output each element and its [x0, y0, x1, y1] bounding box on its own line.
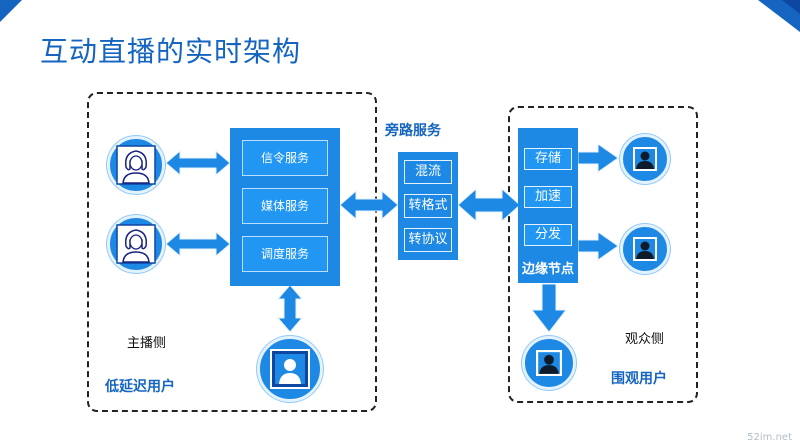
audience-avatar-2	[620, 224, 670, 274]
scheduling-service: 调度服务	[242, 236, 328, 272]
arrow-services-bypass	[339, 189, 399, 221]
slide-title: 互动直播的实时架构	[40, 35, 302, 68]
anchor-user-avatar-2	[107, 215, 165, 273]
female-user-icon	[116, 145, 156, 185]
audience-avatar-1	[620, 134, 670, 184]
low-latency-group-label: 低延迟用户	[105, 379, 175, 395]
spectator-group-label: 围观用户	[611, 371, 667, 387]
user-icon	[633, 147, 657, 171]
bypass-service-title: 旁路服务	[385, 123, 441, 139]
bypass-mix-stream: 混流	[404, 160, 452, 184]
anchor-side-panel	[87, 92, 377, 412]
corner-decoration-left	[0, 0, 22, 22]
media-service: 媒体服务	[242, 188, 328, 224]
bypass-transcode: 转格式	[404, 194, 452, 218]
arrow-user2-media	[165, 230, 231, 258]
edge-distribution-tag: 分发	[524, 224, 572, 246]
audience-side-caption: 观众侧	[625, 332, 665, 347]
arrow-edge-audience3	[530, 283, 568, 333]
arrow-user1-signal	[165, 149, 231, 177]
low-latency-user-avatar	[257, 336, 323, 402]
anchor-side-caption: 主播侧	[127, 336, 167, 351]
arrow-edge-audience1	[577, 143, 619, 173]
arrow-edge-audience2	[577, 231, 619, 261]
edge-storage-tag: 存储	[524, 148, 572, 170]
male-user-icon	[270, 349, 310, 389]
audience-avatar-3	[522, 336, 576, 390]
user-icon	[536, 350, 562, 376]
watermark: 52im.net	[747, 432, 792, 443]
bypass-protocol-convert: 转协议	[404, 228, 452, 252]
arrow-services-bottomuser	[276, 284, 304, 333]
audience-side-panel	[508, 106, 698, 403]
edge-acceleration-tag: 加速	[524, 186, 572, 208]
female-user-icon	[116, 224, 156, 264]
signaling-service: 信令服务	[242, 140, 328, 176]
arrow-bypass-edge	[457, 187, 521, 223]
edge-node-label: 边缘节点	[521, 262, 574, 277]
corner-decoration-right-inner	[782, 0, 800, 14]
user-icon	[633, 237, 657, 261]
anchor-user-avatar-1	[107, 136, 165, 194]
